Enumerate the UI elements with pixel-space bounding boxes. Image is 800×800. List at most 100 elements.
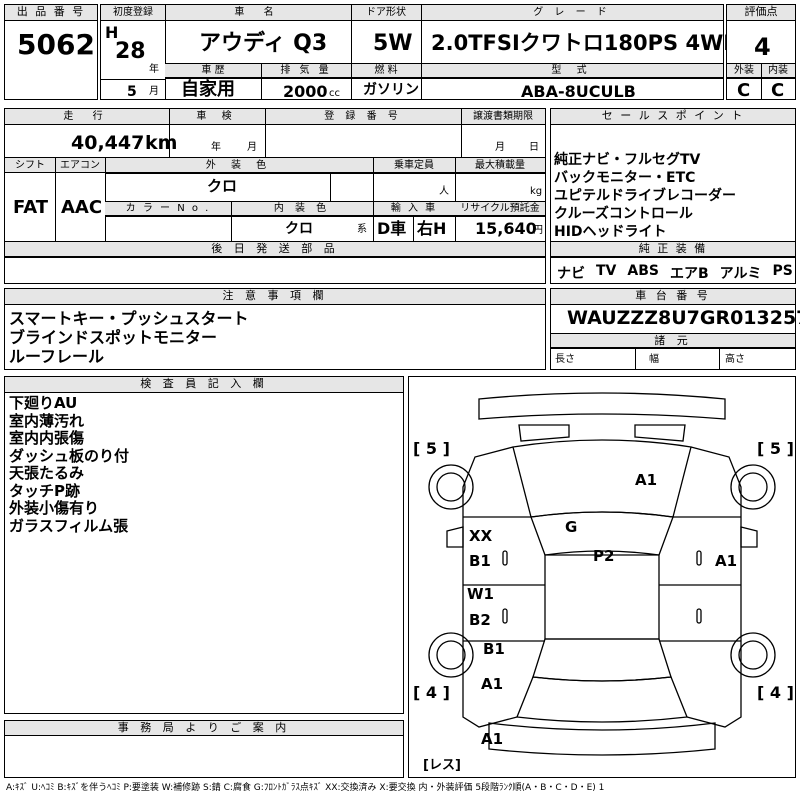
- sales-point: バックモニター・ETC: [554, 170, 696, 186]
- capacity-label: 乗車定員: [394, 160, 434, 171]
- chassis-box: 車 台 番 号 WAUZZZ8U7GR013257 諸 元 長さ 幅 高さ: [550, 288, 800, 370]
- fuel: ガソリン: [363, 82, 419, 98]
- grade: 2.0TFSIクワトロ180PS 4WD: [431, 31, 741, 55]
- import-label: 輸 入 車: [390, 203, 438, 214]
- chassis-number: WAUZZZ8U7GR013257: [567, 307, 800, 329]
- import-type: D車: [377, 219, 407, 238]
- rear-bumper-outline: [488, 722, 716, 756]
- damage-left-front-fender: XX: [469, 527, 493, 545]
- displacement-label: 排 気 量: [280, 65, 332, 76]
- sales-points-box: セ ー ル ス ポ イ ン ト 純正ナビ・フルセグTV バックモニター・ETC …: [550, 108, 796, 284]
- damage-left-front-door: B1: [469, 552, 491, 570]
- inspector-line: ガラスフィルム張: [9, 516, 129, 535]
- model-label: 型 式: [551, 65, 593, 76]
- era-mark: H: [105, 23, 119, 42]
- front-bumper-outline: [478, 392, 726, 420]
- ext-color: クロ: [207, 177, 238, 195]
- wheel-rear-right: [730, 632, 776, 678]
- displacement: 2000: [283, 82, 328, 101]
- mileage-unit: km: [145, 132, 178, 154]
- chassis-label: 車 台 番 号: [551, 289, 795, 305]
- damage-left-rear-door-top: W1: [467, 585, 494, 603]
- shift-type: FAT: [13, 197, 49, 218]
- recycle-label: リサイクル預託金: [460, 203, 540, 214]
- transfer-month-unit: 月: [495, 142, 505, 153]
- year-unit: 年: [149, 64, 159, 75]
- interior-label: 内装: [768, 65, 788, 76]
- shift-label: シフト: [15, 160, 45, 171]
- model-code: ABA-8UCULB: [521, 82, 636, 101]
- inspector-label: 検 査 員 記 入 欄: [5, 377, 403, 393]
- info-strip-2: [5, 158, 545, 173]
- tire-rear-left: [ 4 ]: [413, 683, 450, 702]
- car-diagram-box: [ 5 ] [ 5 ] [ 4 ] [ 4 ] [レス] A1 G P2 A1 …: [408, 376, 796, 778]
- notes-list: スマートキー・プッシュスタート ブラインドスポットモニター ルーフレール: [9, 309, 249, 366]
- grade-label: グ レ ー ド: [533, 7, 611, 18]
- int-color-label: 内 装 色: [273, 203, 331, 214]
- car-name-label: 車 名: [234, 7, 282, 18]
- month-unit: 月: [149, 86, 159, 97]
- door-handle-fl: [502, 550, 508, 566]
- mileage-label: 走 行: [63, 111, 111, 122]
- inspector-line: タッチP跡: [9, 481, 80, 500]
- max-load-label: 最大積載量: [475, 160, 525, 171]
- inspector-line: 下廻りAU: [9, 394, 78, 412]
- sales-point: クルーズコントロール: [554, 206, 693, 222]
- vehicle-history: 自家用: [181, 79, 235, 100]
- info-strip-1: [5, 109, 545, 125]
- tire-front-right: [ 5 ]: [757, 439, 794, 458]
- exterior-label: 外装: [734, 65, 754, 76]
- inspector-box: 検 査 員 記 入 欄 下廻りAU 室内薄汚れ 室内内張傷 ダッシュ板のり付 天…: [4, 376, 404, 714]
- equipment-item: PS: [772, 263, 793, 279]
- tire-rear-right: [ 4 ]: [757, 683, 794, 702]
- damage-left-rear-fender: B1: [483, 640, 505, 658]
- damage-left-rear-door: B2: [469, 611, 491, 629]
- lot-number: 5062: [17, 28, 95, 61]
- vehicle-header-box: 初度登録 車 名 ドア形状 グ レ ー ド H 28 年 5 月 アウディ Q3…: [100, 4, 741, 101]
- lot-number-label: 出 品 番 号: [5, 5, 97, 21]
- first-reg-year: 28: [115, 39, 146, 64]
- equipment-item: アルミ: [719, 266, 762, 282]
- door-handle-rl: [502, 608, 508, 624]
- sales-point: 純正ナビ・フルセグTV: [554, 152, 701, 168]
- inspector-line: ダッシュ板のり付: [9, 446, 130, 465]
- equipment-label: 純 正 装 備: [551, 242, 795, 257]
- notes-box: 注 意 事 項 欄 スマートキー・プッシュスタート ブラインドスポットモニター …: [4, 288, 546, 370]
- sales-points-list: 純正ナビ・フルセグTV バックモニター・ETC ユピテルドライブレコーダー クル…: [554, 151, 736, 241]
- sales-point: ユピテルドライブレコーダー: [554, 188, 736, 204]
- rear-glass-outline: [532, 638, 672, 682]
- damage-hood: A1: [635, 471, 658, 489]
- left-side-outline: [462, 446, 518, 728]
- aircon-label: エアコン: [60, 160, 100, 171]
- equipment-item: ナビ: [557, 266, 585, 282]
- header-strip-1: [101, 5, 723, 21]
- inspector-line: 外装小傷有り: [9, 499, 100, 517]
- inspection-month-unit: 月: [247, 142, 257, 153]
- mileage: 40,447: [71, 132, 145, 154]
- handle-side: 右H: [417, 219, 447, 238]
- office-box: 事 務 局 よ り ご 案 内: [4, 720, 404, 778]
- car-name: アウディ Q3: [199, 31, 328, 56]
- notes-label: 注 意 事 項 欄: [5, 289, 545, 305]
- lot-number-box: 出 品 番 号 5062: [4, 4, 98, 100]
- header-strip-2: [165, 64, 723, 78]
- inspection-label: 車 検: [196, 111, 238, 122]
- width-label: 幅: [649, 354, 659, 365]
- recycle-fee: 15,640: [475, 219, 537, 238]
- wheel-rear-left: [428, 632, 474, 678]
- equipment-item: ABS: [627, 263, 659, 279]
- wheel-front-right: [730, 464, 776, 510]
- color-no-label: カ ラ ー N o .: [125, 203, 211, 214]
- damage-roof: P2: [593, 547, 615, 565]
- door-type: 5W: [373, 31, 413, 56]
- interior-score: C: [771, 80, 785, 101]
- inspector-line: 天張たるみ: [9, 464, 85, 482]
- windshield-outline: [530, 511, 674, 556]
- sales-point: HIDヘッドライト: [554, 224, 667, 240]
- inspector-line: 室内内張傷: [9, 429, 85, 447]
- exterior-score: C: [737, 80, 751, 101]
- damage-right-side: A1: [715, 552, 738, 570]
- transfer-day-unit: 日: [529, 142, 539, 153]
- note-line: ブラインドスポットモニター: [9, 328, 218, 347]
